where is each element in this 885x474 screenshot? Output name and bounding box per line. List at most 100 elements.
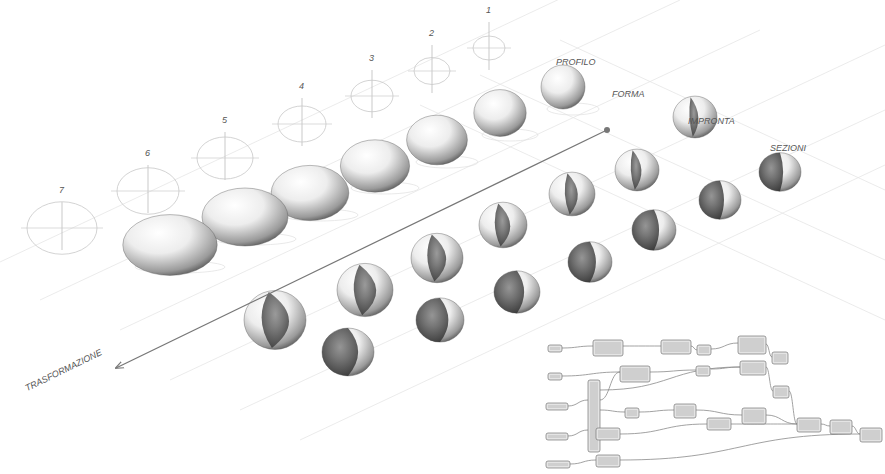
graph-component [548, 373, 562, 380]
graph-wire [568, 400, 588, 406]
graph-component [797, 418, 821, 432]
graph-wire [562, 346, 593, 348]
row-label: SEZIONI [770, 144, 806, 153]
imprint-cut [262, 292, 289, 348]
graph-component [674, 404, 696, 418]
graph-component-body [663, 342, 689, 352]
graph-component-body [699, 347, 709, 353]
form-shape [123, 215, 217, 276]
profile-number: 7 [59, 186, 64, 195]
graph-component-body [627, 410, 637, 416]
grid-line [170, 45, 885, 380]
imprint-shape [615, 149, 659, 191]
row-label: PROFILO [556, 58, 596, 67]
section-shape [416, 298, 464, 342]
graph-wire [562, 372, 620, 376]
graph-component-body [775, 388, 787, 396]
graph-wire [639, 410, 674, 412]
graph-component [588, 380, 600, 452]
graph-component-body [862, 430, 880, 440]
graph-component-body [548, 435, 566, 438]
grid-line [0, 0, 600, 262]
graph-wire [789, 391, 797, 424]
section-cut [494, 271, 524, 313]
graph-component [860, 428, 882, 442]
imprint-row [244, 96, 717, 349]
graph-wire [766, 415, 797, 424]
graph-wire [620, 434, 860, 460]
section-shape [494, 271, 540, 313]
section-cut [416, 298, 448, 342]
profile-number: 3 [369, 54, 374, 63]
graph-wire [570, 460, 596, 464]
graph-component [773, 386, 789, 398]
graph-component-body [740, 338, 764, 352]
imprint-shape [244, 291, 306, 350]
graph-component [772, 352, 788, 364]
graph-component-body [598, 430, 618, 438]
graph-wire [600, 410, 625, 412]
grid-lines [0, 0, 885, 440]
imprint-shape [411, 233, 463, 282]
graph-component-body [676, 406, 694, 416]
profile-number: 4 [299, 82, 304, 91]
form-shape [340, 140, 409, 192]
graph-component-body [550, 375, 560, 378]
graph-component-body [550, 347, 560, 350]
graph-wire [568, 430, 588, 436]
graph-component-body [548, 405, 566, 408]
graph-component [625, 408, 639, 418]
graph-wire [620, 424, 707, 434]
graph-wire [696, 410, 742, 415]
imprint-cut [354, 265, 377, 315]
graph-wire [821, 424, 830, 426]
graph-wire [650, 370, 697, 372]
graph-component [620, 366, 650, 382]
graph-component-body [799, 420, 819, 430]
axis-label: TRASFORMAZIONE [24, 348, 103, 393]
grid-line [420, 105, 885, 320]
graph-wire [623, 346, 661, 347]
imprint-cut [427, 235, 446, 282]
grid-line [480, 75, 885, 260]
imprint-shape [479, 202, 527, 248]
graph-wire [711, 343, 738, 349]
row-label: FORMA [612, 90, 645, 99]
graph-wire [766, 344, 772, 357]
section-shape [699, 181, 741, 220]
graph-component [593, 340, 623, 356]
graph-wire [600, 372, 620, 400]
graph-component-body [774, 354, 786, 362]
graph-component [742, 408, 766, 424]
section-shape [632, 210, 676, 250]
grid-line [120, 30, 760, 330]
graph-component-body [832, 422, 850, 432]
graph-component [546, 461, 570, 468]
form-row [123, 65, 585, 275]
section-cut [632, 210, 659, 250]
graph-component-body [598, 457, 618, 465]
row-label: IMPRONTA [688, 117, 735, 126]
form-shape [407, 115, 468, 165]
graph-component [697, 345, 711, 355]
graph-wire [691, 346, 697, 350]
imprint-cut [631, 150, 642, 190]
section-shape [759, 153, 801, 192]
section-cut [699, 181, 724, 220]
grid-line [40, 0, 680, 300]
section-shape [568, 242, 612, 282]
graph-component [546, 433, 568, 440]
graph-component-body [622, 368, 648, 380]
graph-component-body [548, 463, 568, 466]
graph-component [596, 428, 620, 440]
graph-component [740, 361, 766, 375]
section-shape [322, 328, 374, 376]
section-cut [568, 242, 596, 282]
graph-component [596, 455, 620, 467]
section-cut [322, 328, 358, 376]
transformation-arrow [116, 127, 610, 368]
graph-component-body [742, 363, 764, 373]
graph-component [548, 345, 562, 352]
